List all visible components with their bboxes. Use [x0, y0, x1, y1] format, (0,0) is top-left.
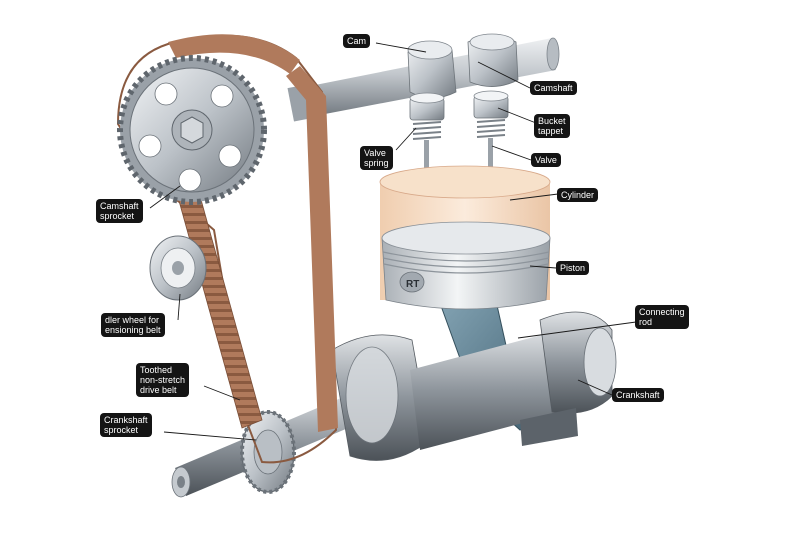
idler-wheel: [149, 235, 207, 301]
label-cylinder: Cylinder: [557, 188, 599, 202]
label-camshaft: Camshaft: [530, 81, 577, 95]
label-valve-spring: Valve spring: [360, 146, 393, 170]
valve-spring-left: [412, 121, 442, 140]
leader-lines: [149, 42, 637, 441]
label-cam: Cam: [343, 34, 371, 48]
sprocket-hole: [138, 134, 162, 158]
sprocket-bolt: [180, 116, 204, 144]
sprocket-hole: [154, 82, 178, 106]
label-camshaft-sprocket: Camshaft sprocket: [96, 199, 143, 223]
label-bucket-tappet: Bucket tappet: [534, 114, 570, 138]
label-crankshaft-sprocket: Crankshaft sprocket: [100, 413, 152, 437]
label-valve: Valve: [531, 153, 561, 167]
piston: RT: [381, 221, 551, 310]
bucket-tappet-left: [409, 92, 445, 121]
sprocket-hole: [210, 84, 234, 108]
cam-lobe-front: [407, 40, 457, 99]
label-connecting-rod: Connecting rod: [635, 305, 689, 329]
camshaft-sprocket: [117, 55, 267, 205]
valve-spring-right: [476, 119, 506, 138]
bucket-tappet-right: [473, 90, 509, 119]
sprocket-hole: [218, 144, 242, 168]
sprocket-hole: [178, 168, 202, 192]
cam-lobe-rear: [467, 33, 519, 87]
label-crankshaft: Crankshaft: [612, 388, 664, 402]
crankshaft-sprocket: [240, 410, 296, 494]
piston-marking: RT: [406, 279, 419, 290]
label-piston: Piston: [556, 261, 590, 275]
label-toothed-belt: Toothed non-stretch drive belt: [136, 363, 190, 397]
label-idler-wheel: dler wheel for ensioning belt: [101, 313, 165, 337]
